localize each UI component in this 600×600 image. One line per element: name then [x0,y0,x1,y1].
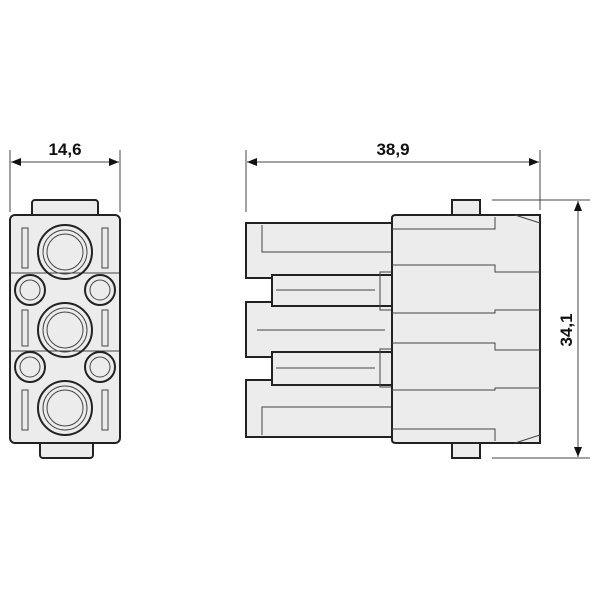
cable-blocks [245,222,395,438]
side-view: 38,9 34,1 [245,140,590,459]
length-dimension: 38,9 [245,140,541,212]
small-contacts [14,274,116,383]
height-dimension-label: 34,1 [557,313,576,346]
insert-housing [391,214,541,444]
width-dimension-label: 14,6 [48,140,81,159]
slots [21,227,109,431]
front-housing [9,214,121,444]
large-contacts [37,224,93,436]
height-dimension: 34,1 [492,199,590,459]
width-dimension: 14,6 [9,140,121,212]
length-dimension-label: 38,9 [376,140,409,159]
front-view: 14,6 [9,140,121,459]
